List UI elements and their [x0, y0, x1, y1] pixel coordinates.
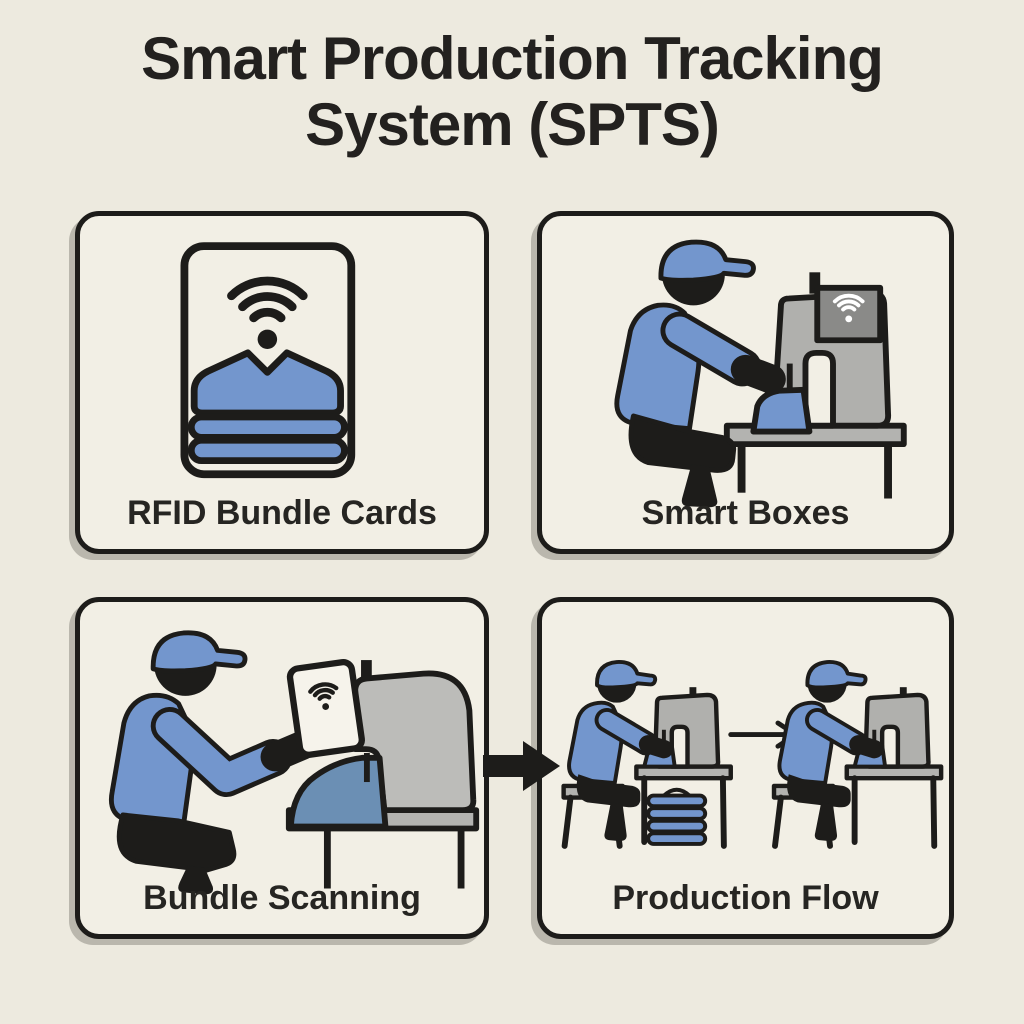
worker-icon — [614, 239, 786, 508]
worker-icon — [108, 630, 365, 895]
sewing-machine-icon — [352, 660, 477, 814]
cap-icon — [658, 239, 756, 283]
page-title-line1: Smart Production Tracking — [141, 25, 884, 92]
work-table-icon — [844, 764, 944, 849]
worker-legs — [628, 413, 737, 473]
cap-icon — [595, 660, 658, 690]
rfid-card-icon — [286, 659, 365, 758]
panel-label-production-flow: Production Flow — [612, 879, 879, 917]
needle — [363, 752, 370, 783]
garment-stack-icon — [646, 787, 708, 846]
panel-production-flow: Production Flow — [537, 597, 954, 939]
workstation-2 — [771, 660, 944, 849]
worker-foot — [681, 464, 718, 508]
panel-rfid-bundle-cards: RFID Bundle Cards — [75, 211, 489, 554]
connector-arrow-icon — [483, 741, 560, 791]
worker-arm — [665, 316, 757, 382]
wifi-icon — [832, 293, 865, 312]
production-flow-illustration — [561, 660, 944, 849]
worker-icon — [567, 660, 674, 842]
smart-display-icon — [814, 284, 884, 344]
folded-garments-icon — [187, 349, 348, 465]
wifi-icon — [308, 682, 339, 701]
rfid-bundle-cards-illustration — [180, 242, 356, 479]
worker-glove — [730, 354, 786, 394]
wifi-dot — [257, 329, 278, 350]
wifi-icon — [227, 276, 308, 323]
rfid-card-icon — [180, 242, 356, 479]
spool-pin — [809, 272, 821, 294]
page-title-line2: System (SPTS) — [305, 91, 720, 158]
bundle-scanning-illustration — [108, 630, 480, 895]
panel-label-smart-boxes: Smart Boxes — [641, 494, 850, 532]
cap-icon — [805, 660, 868, 690]
worker-arm — [155, 711, 288, 793]
smart-boxes-illustration — [614, 239, 907, 508]
work-table-icon — [723, 422, 907, 499]
panel-label-rfid: RFID Bundle Cards — [127, 494, 437, 532]
worker-legs — [116, 812, 237, 873]
panel-bundle-scanning: Bundle Scanning — [75, 597, 489, 939]
worker-foot — [178, 866, 214, 895]
panel-smart-boxes: Smart Boxes — [537, 211, 954, 554]
workstation-1 — [561, 660, 733, 849]
needle — [786, 363, 793, 393]
page-title: Smart Production Tracking System (SPTS) — [0, 26, 1024, 158]
cap-icon — [150, 630, 248, 674]
fabric-icon — [287, 754, 389, 830]
fabric-icon — [750, 386, 813, 435]
worker-icon — [777, 660, 884, 842]
panel-label-bundle-scanning: Bundle Scanning — [143, 879, 421, 917]
spool-pin — [361, 660, 372, 678]
